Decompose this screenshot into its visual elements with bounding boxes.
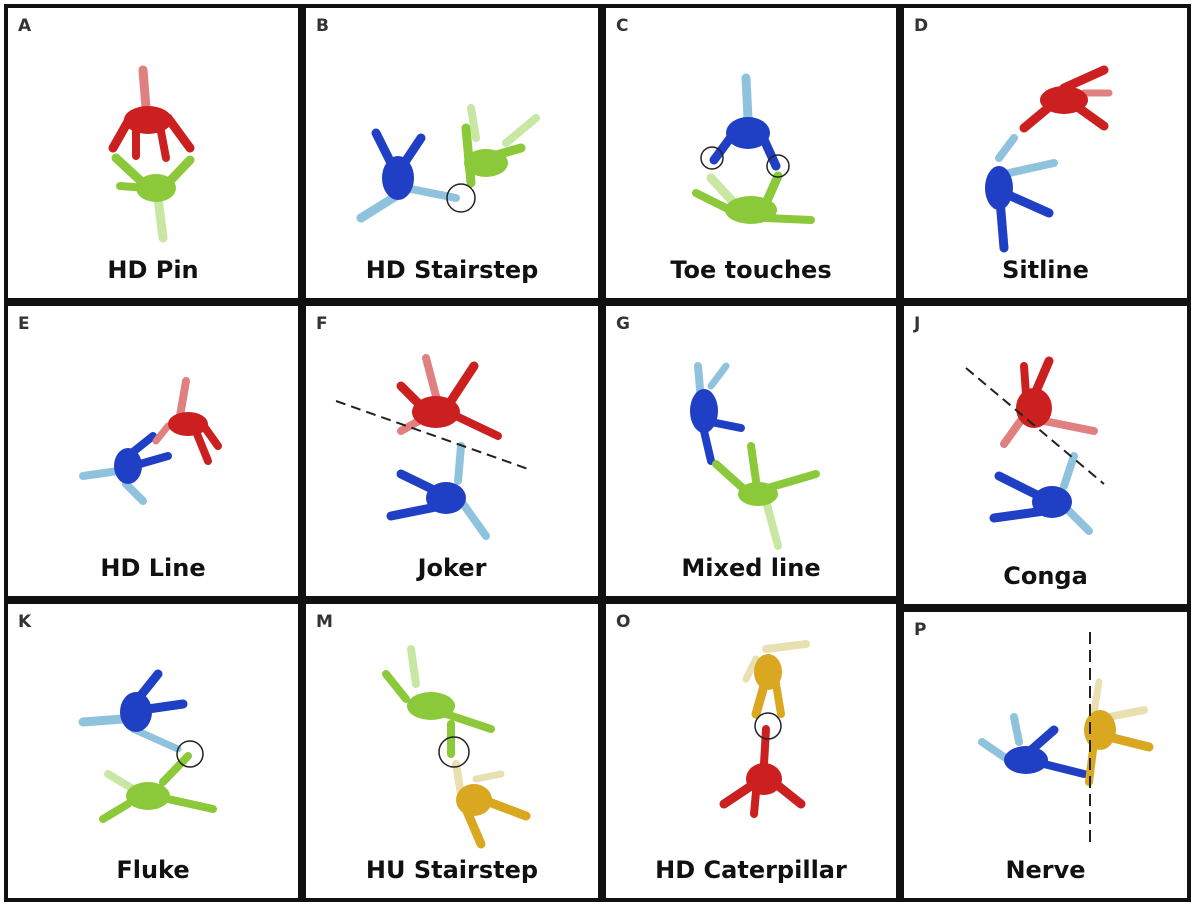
gold-skydiver-figure — [456, 764, 526, 844]
panel-c: C Toe touches — [602, 4, 900, 302]
panel-g: G Mixed line — [602, 302, 900, 600]
formation-illustration — [8, 306, 298, 596]
red-skydiver-figure — [113, 70, 190, 158]
formation-illustration — [606, 306, 896, 596]
panel-d: D Sitline — [900, 4, 1191, 302]
formation-title: Toe touches — [606, 256, 896, 284]
gold-skydiver-figure — [1084, 682, 1149, 782]
formation-illustration — [306, 8, 598, 298]
formation-grid: A HD Pin B — [4, 4, 1191, 902]
formation-illustration — [904, 306, 1187, 604]
panel-k: K Fluke — [4, 600, 302, 902]
blue-skydiver-figure — [982, 717, 1084, 774]
red-skydiver-figure — [401, 358, 498, 436]
panel-a: A HD Pin — [4, 4, 302, 302]
formation-title: Mixed line — [606, 554, 896, 582]
gold-skydiver-figure — [746, 644, 806, 714]
panel-b: B HD Stairstep — [302, 4, 602, 302]
formation-title: Joker — [306, 554, 598, 582]
formation-title: Nerve — [904, 856, 1187, 884]
panel-e: E HD Line — [4, 302, 302, 600]
green-skydiver-figure — [696, 176, 811, 224]
blue-skydiver-figure — [994, 456, 1089, 531]
blue-skydiver-figure — [361, 133, 456, 218]
formation-title: Sitline — [904, 256, 1187, 284]
blue-skydiver-figure — [391, 446, 486, 536]
panel-p: P Nerve — [900, 608, 1191, 902]
red-skydiver-figure — [1024, 70, 1109, 128]
formation-title: HD Line — [8, 554, 298, 582]
panel-j: J Conga — [900, 302, 1191, 608]
formation-illustration — [606, 604, 896, 898]
green-skydiver-figure — [386, 649, 491, 754]
red-skydiver-figure — [724, 729, 801, 814]
blue-skydiver-figure — [985, 138, 1054, 248]
formation-title: Conga — [904, 562, 1187, 590]
green-skydiver-figure — [116, 158, 190, 238]
formation-illustration — [306, 604, 598, 898]
formation-illustration — [904, 8, 1187, 298]
red-skydiver-figure — [156, 381, 218, 461]
green-skydiver-figure — [464, 108, 536, 183]
blue-skydiver-figure — [714, 78, 776, 166]
formation-illustration — [606, 8, 896, 298]
formation-illustration — [8, 604, 298, 898]
panel-m: M HU Stairstep — [302, 600, 602, 902]
panel-o: O HD Caterpillar — [602, 600, 900, 902]
red-skydiver-figure — [1004, 361, 1094, 444]
blue-skydiver-figure — [83, 436, 168, 501]
blue-skydiver-figure — [83, 674, 183, 749]
blue-skydiver-figure — [690, 366, 741, 461]
formation-illustration — [8, 8, 298, 298]
formation-title: HD Pin — [8, 256, 298, 284]
formation-title: HU Stairstep — [306, 856, 598, 884]
formation-title: HD Caterpillar — [606, 856, 896, 884]
formation-illustration — [306, 306, 598, 596]
formation-title: HD Stairstep — [306, 256, 598, 284]
panel-f: F Joker — [302, 302, 602, 600]
formation-title: Fluke — [8, 856, 298, 884]
green-skydiver-figure — [716, 446, 816, 546]
